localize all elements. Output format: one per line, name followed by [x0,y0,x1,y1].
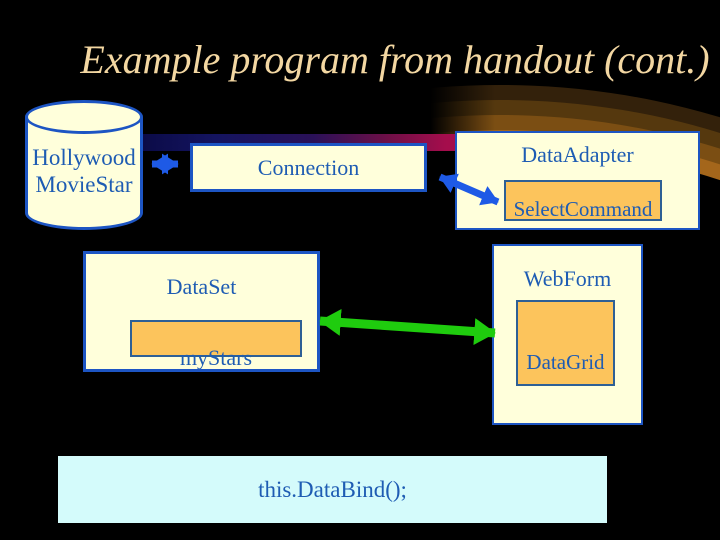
code-snippet-box: this.DataBind(); [58,456,607,523]
database-cylinder: Hollywood MovieStar [25,100,143,231]
select-command-node: SelectCommand [504,180,662,221]
mystars-label: myStars [179,345,253,370]
database-label-line2: MovieStar [35,172,133,197]
mystars-node: myStars [130,320,302,370]
connection-label: Connection [257,155,360,180]
webform-label: WebForm [523,266,612,291]
data-adapter-node: DataAdapter SelectCommand [455,131,700,230]
database-label: Hollywood MovieStar [25,144,143,198]
webform-node: WebForm DataGrid [492,244,643,425]
data-adapter-label: DataAdapter [521,142,634,167]
cylinder-top [25,100,143,134]
connection-node: Connection [190,143,427,192]
slide-title: Example program from handout (cont.) [80,37,710,82]
code-snippet-text: this.DataBind(); [258,477,407,502]
dataset-node: DataSet myStars [83,251,320,372]
dataset-label: DataSet [166,274,237,299]
database-label-line1: Hollywood [32,145,136,170]
datagrid-label: DataGrid [526,350,605,374]
datagrid-node: DataGrid [516,300,615,386]
select-command-label: SelectCommand [513,197,653,221]
